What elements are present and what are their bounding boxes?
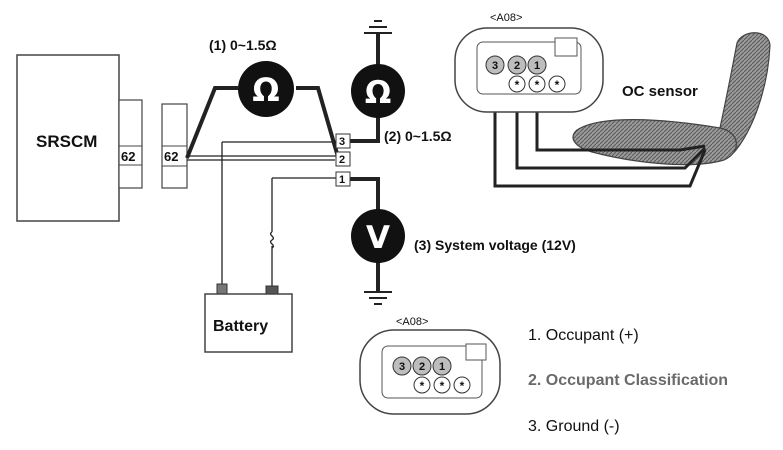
a08-top-pin-1: 1 [534, 60, 540, 72]
connector-pin-label: 62 [164, 149, 178, 164]
a08-top-star-1: * [515, 78, 520, 92]
srscm-label: SRSCM [36, 132, 97, 151]
a08-top-star-2: * [535, 78, 540, 92]
a08-bottom-star-1: * [420, 379, 425, 393]
a08-bottom-label: <A08> [396, 316, 428, 328]
battery: Battery [204, 283, 293, 353]
oc-sensor-label: OC sensor [622, 83, 698, 100]
ohmmeter-2: Ω [351, 64, 405, 118]
legend-item-ground: 3. Ground (-) [528, 418, 620, 435]
a08-connector-top: <A08> 3 2 1 * * * [454, 12, 604, 113]
legend-item-occupant: 1. Occupant (+) [528, 327, 639, 344]
wires [185, 33, 380, 292]
a08-bottom-star-2: * [440, 379, 445, 393]
a08-top-pin-2: 2 [514, 60, 520, 72]
a08-top-star-3: * [555, 78, 560, 92]
terminal-pin-3: 3 [339, 136, 345, 148]
voltmeter: V [351, 209, 405, 263]
srscm-pin-label: 62 [121, 149, 135, 164]
a08-bottom-pin-1: 1 [439, 361, 445, 373]
terminal-block: 3 2 1 [335, 133, 351, 187]
a08-connector-bottom: <A08> 3 2 1 * * * [359, 316, 501, 415]
meter-2-label: (2) 0~1.5Ω [384, 128, 452, 144]
a08-top-label: <A08> [490, 12, 522, 24]
terminal-pin-2: 2 [339, 154, 345, 166]
srscm-module: SRSCM 62 [16, 54, 143, 222]
legend-item-occupant-classification: 2. Occupant Classification [528, 372, 729, 389]
fuse-icon [269, 231, 275, 249]
a08-bottom-pin-3: 3 [399, 361, 405, 373]
a08-top-pin-3: 3 [492, 60, 498, 72]
terminal-pin-1: 1 [339, 174, 345, 186]
a08-bottom-star-3: * [460, 379, 465, 393]
ohmmeter-1: Ω [238, 61, 294, 117]
volt-icon: V [366, 220, 390, 256]
ohm-icon: Ω [252, 71, 279, 109]
battery-label: Battery [213, 318, 268, 335]
srscm-mating-connector: 62 [161, 103, 188, 189]
a08-bottom-pin-2: 2 [419, 361, 425, 373]
ground-icon [364, 291, 392, 305]
ground-icon [364, 20, 392, 34]
meter-3-label: (3) System voltage (12V) [414, 237, 576, 253]
meter-1-label: (1) 0~1.5Ω [209, 37, 277, 53]
ohm-icon: Ω [365, 75, 391, 111]
